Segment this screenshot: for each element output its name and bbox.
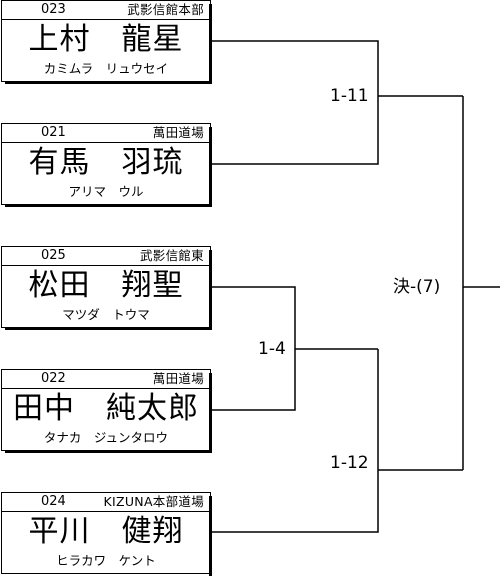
dojo-name: 武影信館本部 — [127, 2, 204, 17]
card-shadow — [209, 496, 212, 576]
card-header: 024 KIZUNA本部道場 — [2, 493, 210, 512]
match-label-1: 1-11 — [328, 86, 371, 106]
competitor-kana: アリマ ウル — [68, 184, 144, 199]
competitor-number: 025 — [41, 248, 66, 263]
final-match-label: 決-(7) — [391, 277, 443, 297]
dojo-name: 萬田道場 — [152, 125, 204, 140]
card-shadow — [209, 127, 212, 207]
competitor-card-2: 021 萬田道場 有馬 羽琉 アリマ ウル — [1, 123, 211, 205]
competitor-name: 松田 翔聖 — [28, 268, 184, 303]
card-header: 023 武影信館本部 — [2, 1, 210, 20]
competitor-card-3: 025 武影信館東 松田 翔聖 マツダ トウマ — [1, 246, 211, 328]
competitor-number: 024 — [41, 494, 66, 509]
card-shadow — [5, 81, 212, 84]
card-shadow — [209, 4, 212, 84]
card-shadow — [5, 204, 212, 207]
competitor-kana: マツダ トウマ — [62, 307, 150, 322]
competitor-name: 上村 龍星 — [28, 22, 184, 57]
competitor-name: 有馬 羽琉 — [28, 145, 184, 180]
competitor-number: 022 — [41, 371, 66, 386]
card-header: 025 武影信館東 — [2, 247, 210, 266]
card-shadow — [5, 450, 212, 453]
match-label-3: 1-12 — [328, 453, 371, 473]
competitor-number: 023 — [41, 2, 66, 17]
competitor-number: 021 — [41, 125, 66, 140]
card-shadow — [209, 250, 212, 330]
competitor-kana: タナカ ジュンタロウ — [43, 430, 169, 445]
competitor-kana: カミムラ リュウセイ — [43, 61, 169, 76]
card-shadow — [5, 327, 212, 330]
dojo-name: KIZUNA本部道場 — [103, 494, 204, 509]
competitor-card-1: 023 武影信館本部 上村 龍星 カミムラ リュウセイ — [1, 0, 211, 82]
card-header: 022 萬田道場 — [2, 370, 210, 389]
competitor-kana: ヒラカワ ケント — [56, 553, 156, 568]
competitor-name: 平川 健翔 — [28, 514, 184, 549]
competitor-card-5: 024 KIZUNA本部道場 平川 健翔 ヒラカワ ケント — [1, 492, 211, 574]
dojo-name: 萬田道場 — [152, 371, 204, 386]
competitor-card-4: 022 萬田道場 田中 純太郎 タナカ ジュンタロウ — [1, 369, 211, 451]
match-label-2: 1-4 — [256, 339, 288, 359]
card-header: 021 萬田道場 — [2, 124, 210, 143]
card-shadow — [209, 373, 212, 453]
competitor-name: 田中 純太郎 — [13, 391, 199, 426]
dojo-name: 武影信館東 — [139, 248, 204, 263]
